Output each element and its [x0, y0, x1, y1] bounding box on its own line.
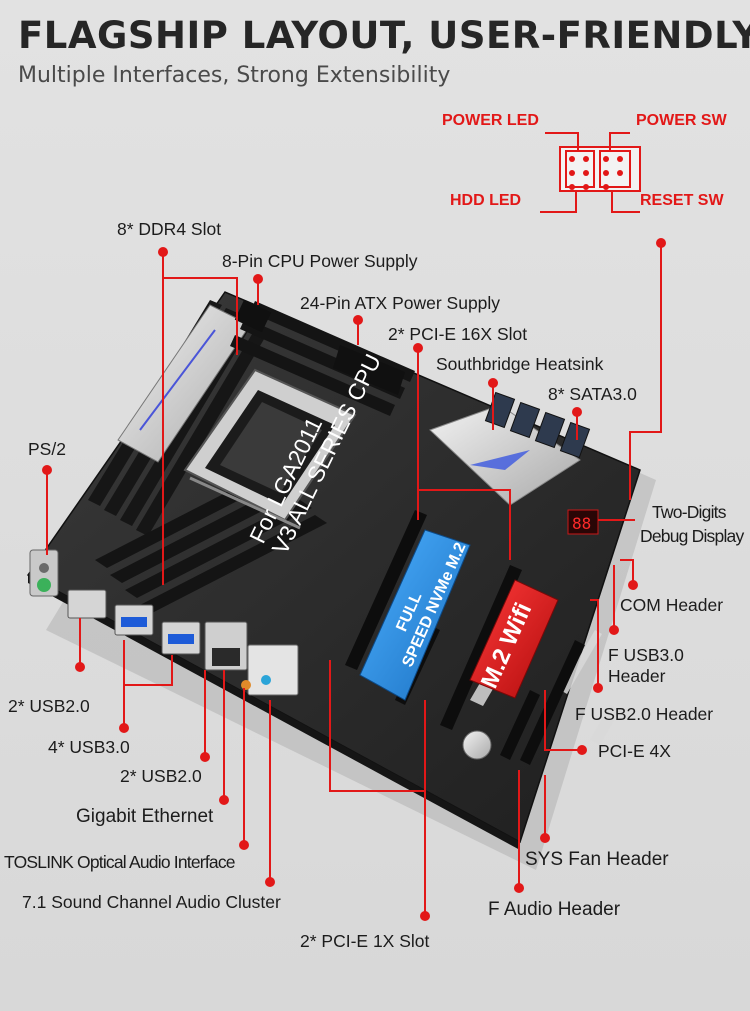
- cpu-power-connector: [234, 299, 272, 333]
- front-panel-pins: [569, 156, 623, 190]
- pcie16-label: 2* PCI-E 16X Slot: [388, 324, 528, 344]
- cmos-battery: [462, 730, 492, 760]
- southbridge-heatsink: [429, 404, 581, 506]
- callout-lines: [46, 245, 662, 915]
- pcie-4x-slot: [520, 640, 585, 765]
- atx-power-label: 24-Pin ATX Power Supply: [300, 293, 501, 313]
- usb2-label-a: 2* USB2.0: [8, 696, 90, 716]
- cpu-power-label: 8-Pin CPU Power Supply: [222, 251, 418, 271]
- sata-label: 8* SATA3.0: [548, 384, 637, 404]
- callout-dots: [42, 238, 666, 921]
- usb3-label: 4* USB3.0: [48, 737, 130, 757]
- sys-fan-label: SYS Fan Header: [525, 849, 669, 870]
- pcie-16x-slot-2: [440, 565, 522, 730]
- debug-display: [567, 509, 599, 535]
- debug-label-line2: Debug Display: [640, 526, 744, 546]
- com-header-label: COM Header: [620, 595, 724, 615]
- ddr4-slot-label: 8* DDR4 Slot: [117, 219, 222, 239]
- atx-power-connector: [333, 345, 405, 395]
- page-subtitle: Multiple Interfaces, Strong Extensibilit…: [18, 63, 451, 88]
- audio-cluster: [247, 644, 299, 696]
- fusb3-label-line1: F USB3.0: [608, 645, 684, 665]
- southbridge-label: Southbridge Heatsink: [436, 354, 604, 374]
- usb2-port-a: [67, 589, 107, 619]
- reset-sw-label: RESET SW: [640, 192, 724, 209]
- usb2-label-b: 2* USB2.0: [120, 766, 202, 786]
- pcie4x-label: PCI-E 4X: [598, 741, 671, 761]
- pcie-1x-slot-2: [500, 690, 540, 760]
- pcie-16x-slot-1: [345, 510, 427, 670]
- fusb2-label: F USB2.0 Header: [575, 704, 714, 724]
- hdd-led-label: HDD LED: [450, 192, 522, 209]
- ethernet-label: Gigabit Ethernet: [76, 806, 214, 827]
- audio-cluster-label: 7.1 Sound Channel Audio Cluster: [22, 892, 281, 912]
- page-title: FLAGSHIP LAYOUT, USER-FRIENDLY: [18, 14, 750, 57]
- f-audio-label: F Audio Header: [488, 899, 621, 920]
- debug-label-line1: Two-Digits: [652, 502, 726, 522]
- svg-text:88: 88: [572, 514, 591, 533]
- wifi-module: [469, 579, 559, 699]
- toslink-label: TOSLINK Optical Audio Interface: [4, 852, 236, 872]
- ddr4-slots-bottom: [95, 470, 327, 613]
- power-sw-label: POWER SW: [636, 112, 727, 129]
- pcie1x-label: 2* PCI-E 1X Slot: [300, 931, 430, 951]
- nvme-heatsink: [359, 529, 471, 701]
- ps2-label: PS/2: [28, 439, 66, 459]
- power-led-label: POWER LED: [442, 112, 539, 129]
- fusb3-label-line2: Header: [608, 666, 666, 686]
- front-panel-diagram: [540, 132, 641, 213]
